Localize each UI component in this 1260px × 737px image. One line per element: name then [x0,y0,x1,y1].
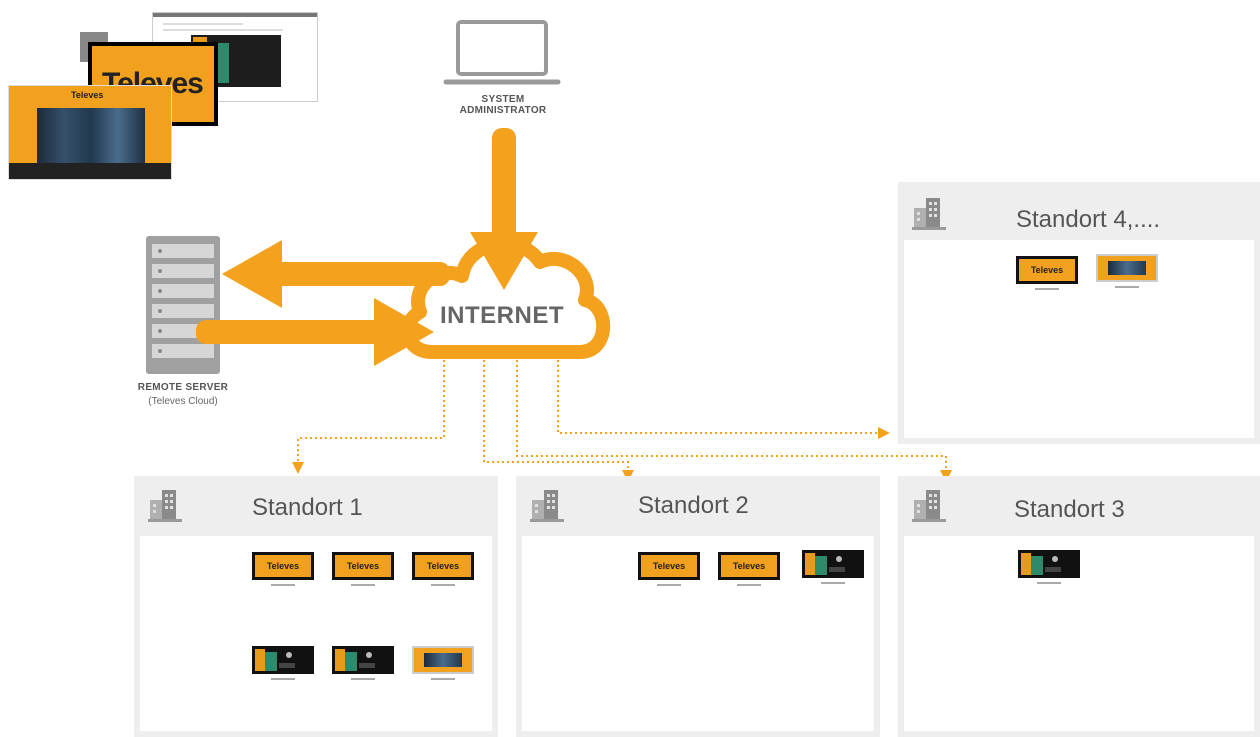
building-icon [148,490,182,522]
screen-icon: Televes [412,552,474,588]
site-title: Standort 4,.... [1016,206,1161,233]
site-title: Standort 2 [638,492,749,519]
screen-logo: Televes [721,555,777,577]
admin-label: SYSTEM ADMINISTRATOR [440,94,566,116]
screen-icon [332,646,394,682]
screen-logo: Televes [335,555,391,577]
arrowhead [292,462,304,474]
screen-icon [412,646,474,682]
building-icon [912,490,946,522]
connector-standort-3 [516,355,947,470]
screen-icon: Televes [332,552,394,588]
screen-icon [802,550,864,586]
thumbnail-titlebar [153,13,317,17]
cloud-arrow-shaft [196,320,392,344]
connector-standort-4 [557,355,880,434]
screen-logo: Televes [641,555,697,577]
building-icon [912,198,946,230]
site-body [904,536,1254,731]
main-arrows [196,128,538,366]
site-panel-standort-3: Standort 3 [898,476,1260,737]
screen-logo: Televes [1019,259,1075,281]
building-icon [530,490,564,522]
thumbnail-text-line [163,23,243,25]
site-panel-standort-4: Standort 4,.... Televes [898,182,1260,444]
screen-icon [1018,550,1080,586]
screen-icon: Televes [718,552,780,588]
arrowhead [878,427,890,439]
screen-icon: Televes [252,552,314,588]
thumbnail-videowall-image [37,108,145,164]
admin-arrow-shaft [492,128,516,246]
laptop-icon [443,20,561,85]
site-panel-standort-2: Standort 2 Televes Televes [516,476,880,737]
site-title: Standort 1 [252,494,363,521]
server-label: REMOTE SERVER [137,382,229,393]
server-rack-icon [146,236,220,374]
server-arrow-shaft [262,262,450,286]
internet-label: INTERNET [440,302,564,329]
screen-icon [1096,254,1158,290]
thumbnail-floor [9,163,171,179]
cloud-arrow-head [374,298,434,366]
site-body: Televes Televes [522,536,874,731]
screenshot-thumbnail-videowall: Televes [8,85,172,180]
thumbnail-text-line [163,29,283,31]
site-body: Televes Televes Televes [140,536,492,731]
admin-label-line2: ADMINISTRATOR [459,105,547,116]
screen-icon [252,646,314,682]
server-sublabel: (Televes Cloud) [148,396,218,407]
dotted-connectors [297,355,947,470]
site-panel-standort-1: Standort 1 Televes Televes Televes [134,476,498,737]
admin-label-line1: SYSTEM [481,94,525,105]
screen-logo: Televes [415,555,471,577]
connector-standort-2 [483,355,629,470]
site-title: Standort 3 [1014,496,1125,523]
thumbnail-front-logo: Televes [71,90,104,100]
site-body: Televes [904,240,1254,438]
server-arrow-head [222,240,282,308]
connector-standort-1 [297,355,445,462]
admin-arrow-head [470,232,538,290]
screen-icon: Televes [638,552,700,588]
screen-icon: Televes [1016,256,1078,292]
connector-arrowheads [292,427,952,482]
screen-logo: Televes [255,555,311,577]
